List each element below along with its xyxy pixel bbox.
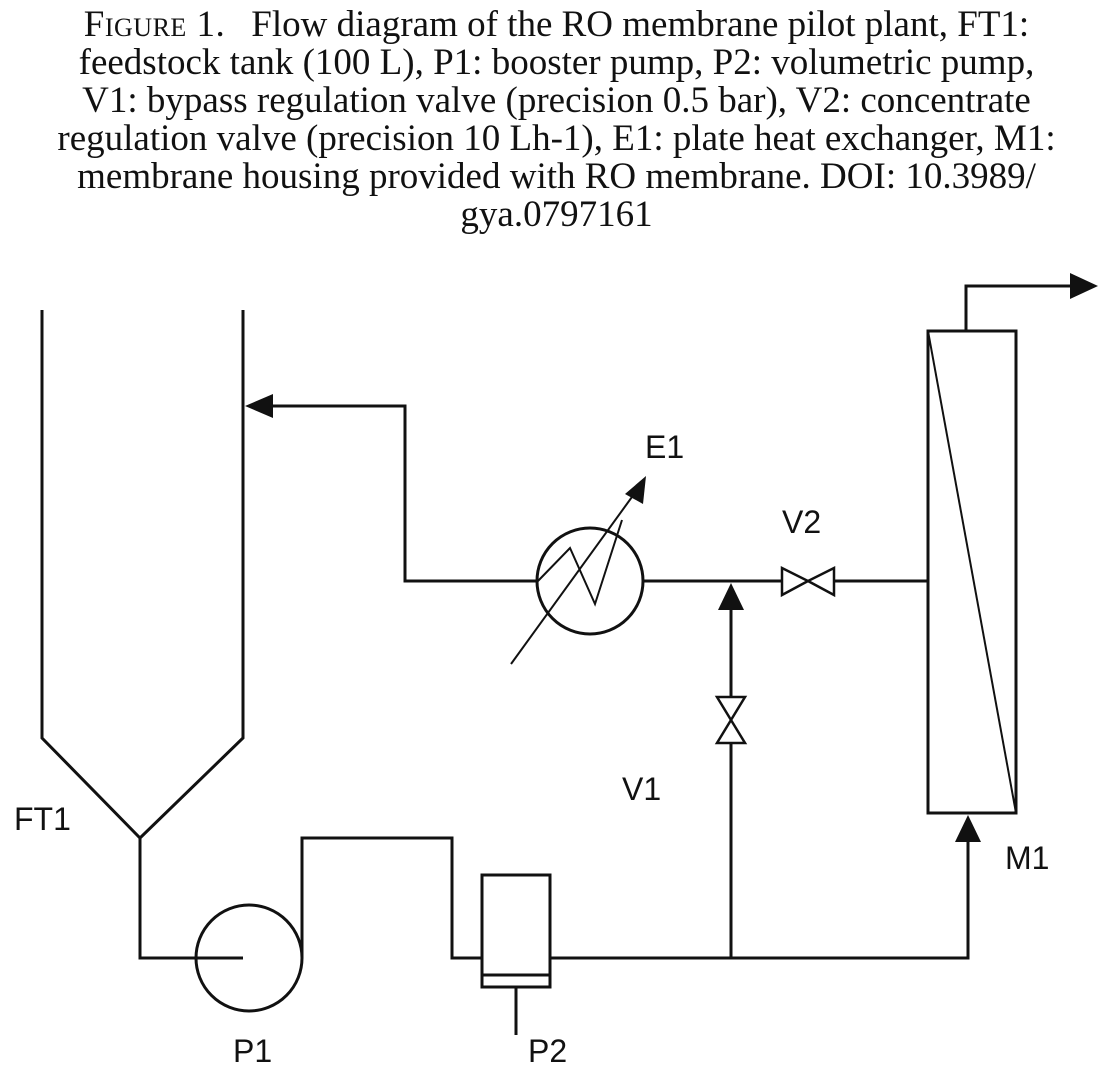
feedstock-tank-ft1: [40, 310, 245, 841]
caption-line-1: Figure 1. Flow diagram of the RO membrane…: [0, 6, 1113, 44]
label-p2: P2: [528, 1033, 567, 1069]
membrane-housing-m1: [926, 329, 1018, 815]
arrow-into-tank: [245, 394, 273, 418]
pipe-tank-to-p1: [138, 838, 243, 960]
bypass-valve-v1: [714, 695, 748, 745]
caption-line-3: V1: bypass regulation valve (precision 0…: [82, 80, 1031, 121]
caption-line-4: regulation valve (precision 10 Lh-1), E1…: [57, 118, 1056, 159]
label-e1: E1: [645, 429, 684, 465]
caption-line-5: membrane housing provided with RO membra…: [77, 156, 1036, 197]
arrow-into-membrane: [955, 815, 981, 842]
caption-text-1: Flow diagram of the RO membrane pilot pl…: [251, 4, 1030, 45]
concentrate-valve-v2: [780, 565, 836, 598]
label-ft1: FT1: [14, 801, 71, 837]
label-v1: V1: [622, 771, 661, 807]
label-p1: P1: [233, 1033, 272, 1069]
caption-line-6: gya.0797161: [460, 194, 653, 235]
volumetric-pump-p2: [480, 873, 552, 1035]
figure-caption: Figure 1. Flow diagram of the RO membrane…: [0, 0, 1113, 234]
pipe-p1-to-p2: [300, 836, 482, 960]
pipe-permeate-outlet: [964, 284, 1070, 331]
figure-label: Figure 1.: [83, 4, 226, 45]
heat-exchanger-e1: [510, 476, 646, 665]
arrow-bypass-up: [718, 583, 744, 610]
pipe-e1-to-tank: [272, 404, 537, 583]
pipe-p2-to-membrane: [550, 838, 970, 960]
label-v2: V2: [782, 504, 821, 540]
label-m1: M1: [1005, 840, 1049, 876]
caption-line-2: feedstock tank (100 L), P1: booster pump…: [78, 42, 1035, 83]
arrow-permeate-out: [1070, 273, 1098, 299]
